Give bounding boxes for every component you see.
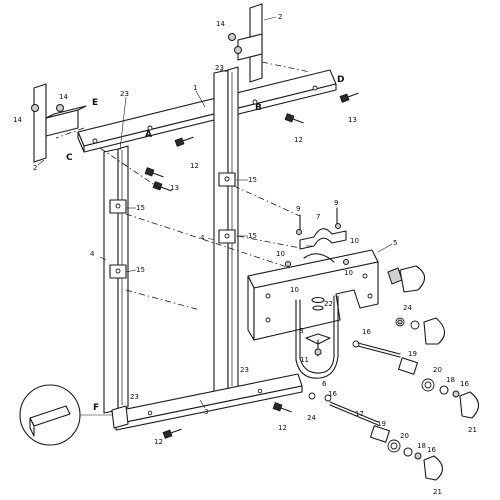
callout-23: 23 [215, 64, 224, 72]
letter-a: A [145, 130, 152, 140]
callout-13: 13 [348, 116, 357, 124]
pipe-saddle [285, 207, 349, 267]
reference-letters: A B C D E F [66, 75, 344, 413]
callout-9: 9 [296, 205, 300, 213]
post-brackets [109, 172, 236, 279]
callout-16: 16 [427, 446, 436, 454]
callout-20: 20 [400, 432, 409, 440]
callout-21: 21 [433, 488, 442, 496]
callout-15: 15 [136, 204, 145, 212]
callout-23: 23 [120, 90, 129, 98]
alignment-lines [55, 61, 311, 311]
callout-24: 24 [403, 304, 412, 312]
letter-b: B [255, 103, 262, 113]
callout-16: 16 [328, 390, 337, 398]
callout-5: 5 [393, 239, 397, 247]
detail-f [19, 384, 129, 446]
callout-4: 4 [90, 250, 95, 258]
callout-14: 14 [13, 116, 22, 124]
callout-16: 16 [362, 328, 371, 336]
u-bolt [295, 295, 339, 379]
callout-18: 18 [446, 376, 455, 384]
callout-23: 23 [130, 393, 139, 401]
callout-12: 12 [154, 438, 163, 446]
callout-22: 22 [324, 300, 333, 308]
callout-15: 15 [136, 266, 145, 274]
callout-2: 2 [278, 13, 282, 21]
leader-lines [37, 16, 393, 409]
wall-bracket-right [237, 3, 263, 83]
callout-17: 17 [355, 410, 364, 418]
callout-labels: 1 2 2 3 4 4 5 6 7 8 9 9 10 10 10 10 11 1… [13, 13, 477, 496]
callout-8: 8 [299, 327, 303, 335]
callout-12: 12 [294, 136, 303, 144]
callout-14: 14 [59, 93, 68, 101]
letter-f: F [93, 403, 99, 413]
letter-e: E [92, 98, 98, 108]
callout-12: 12 [278, 424, 287, 432]
callout-14: 14 [216, 20, 225, 28]
callout-4: 4 [200, 234, 205, 242]
upper-handle-assembly [352, 265, 480, 419]
callout-10: 10 [290, 286, 299, 294]
letter-c: C [66, 153, 73, 163]
callout-24: 24 [307, 414, 316, 422]
callout-15: 15 [248, 176, 257, 184]
callout-23: 23 [240, 366, 249, 374]
callout-3: 3 [204, 408, 208, 416]
bolts [31, 33, 359, 439]
callout-19: 19 [408, 350, 417, 358]
callout-10: 10 [276, 250, 285, 258]
lower-handle-assembly [308, 392, 444, 481]
callout-19: 19 [377, 420, 386, 428]
callout-16: 16 [460, 380, 469, 388]
top-beam [77, 69, 337, 153]
callout-7: 7 [316, 213, 320, 221]
clamp-plate [247, 249, 379, 341]
callout-10: 10 [350, 237, 359, 245]
callout-18: 18 [417, 442, 426, 450]
callout-12: 12 [190, 162, 199, 170]
callout-10: 10 [344, 269, 353, 277]
callout-1: 1 [193, 84, 197, 92]
callout-11: 11 [300, 356, 309, 364]
letter-d: D [337, 75, 344, 85]
bottom-beam [111, 373, 303, 431]
left-post [103, 145, 129, 414]
wall-bracket-left [33, 83, 87, 163]
callout-13: 13 [170, 184, 179, 192]
callout-9: 9 [334, 199, 338, 207]
callout-20: 20 [433, 366, 442, 374]
callout-15: 15 [248, 232, 257, 240]
callout-2: 2 [33, 164, 37, 172]
wing-nut [305, 333, 331, 357]
callout-6: 6 [322, 380, 327, 388]
callout-21: 21 [468, 426, 477, 434]
